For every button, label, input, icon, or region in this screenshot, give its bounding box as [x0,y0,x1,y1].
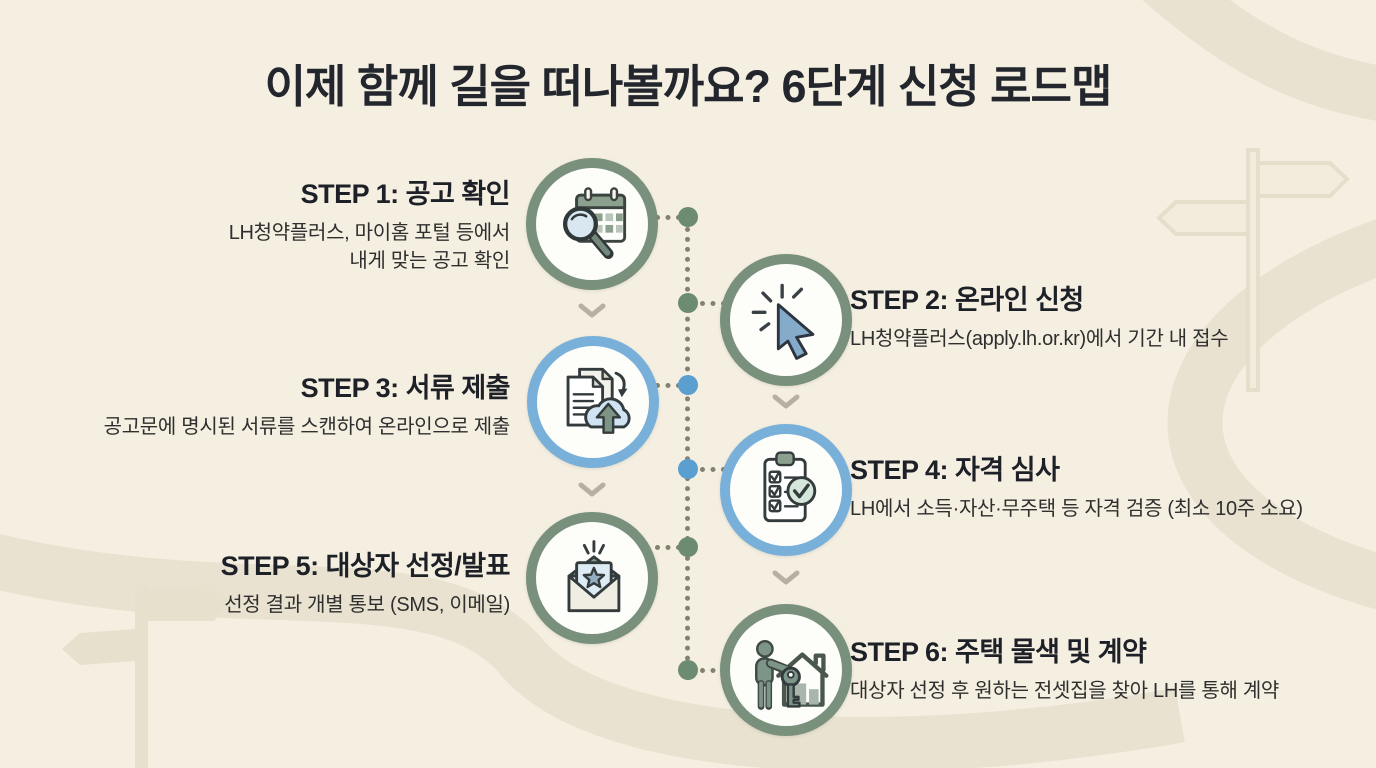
step-4-text: STEP 4: 자격 심사 LH에서 소득·자산·무주택 등 자격 검증 (최소… [850,448,1330,523]
step-5-title: STEP 5: 대상자 선정/발표 [220,551,511,581]
connector-step6 [700,668,726,673]
step-6-title: STEP 6: 주택 물색 및 계약 [850,637,1147,667]
step-3-circle [527,336,659,468]
step-3-text: STEP 3: 서류 제출 공고문에 명시된 서류를 스캔하여 온라인으로 제출 [80,366,511,441]
step-4-title: STEP 4: 자격 심사 [850,455,1060,485]
step-6-text: STEP 6: 주택 물색 및 계약 대상자 선정 후 원하는 전셋집을 찾아 … [850,630,1330,705]
mail-star-icon [567,540,621,613]
step-1-text: STEP 1: 공고 확인 LH청약플러스, 마이홈 포털 등에서 내게 맞는 … [80,172,511,275]
step-5-text: STEP 5: 대상자 선정/발표 선정 결과 개별 통보 (SMS, 이메일) [80,544,511,619]
person-house-key-icon [755,640,829,710]
step-4-circle [720,424,852,556]
connector-step3 [655,383,681,388]
spine-node-4 [678,459,698,479]
step-1-title: STEP 1: 공고 확인 [300,179,511,209]
connector-step4 [700,467,726,472]
signpost-top-right-icon [1156,148,1350,392]
connector-step5 [655,545,681,550]
step-1-circle [526,158,658,290]
page-title: 이제 함께 길을 떠나볼까요? 6단계 신청 로드맵 [264,61,1113,112]
step-1-desc: LH청약플러스, 마이홈 포털 등에서 [228,222,511,244]
chevron-down-icon [772,570,800,585]
step-2-title: STEP 2: 온라인 신청 [850,285,1084,315]
spine-node-5 [678,537,698,557]
chevron-down-icon [578,303,606,318]
spine-node-3 [678,375,698,395]
spine-node-2 [678,293,698,313]
clipboard-check-icon [763,451,817,523]
step-6-desc: 대상자 선정 후 원하는 전셋집을 찾아 LH를 통해 계약 [850,680,1280,702]
cursor-click-icon [751,283,815,360]
connector-step2 [700,301,726,306]
calendar-search-icon [562,187,627,260]
chevron-down-icon [578,482,606,497]
spine-node-1 [678,207,698,227]
step-5-circle [526,512,658,644]
step-3-desc: 공고문에 명시된 서류를 스캔하여 온라인으로 제출 [103,416,511,438]
step-5-desc: 선정 결과 개별 통보 (SMS, 이메일) [224,594,510,616]
connector-step1 [655,215,681,220]
chevron-down-icon [772,394,800,409]
step-4-desc: LH에서 소득·자산·무주택 등 자격 검증 (최소 10주 소요) [850,498,1303,520]
step-6-circle [720,604,852,736]
step-2-desc: LH청약플러스(apply.lh.or.kr)에서 기간 내 접수 [850,328,1229,350]
spine-node-6 [678,660,698,680]
step-3-title: STEP 3: 서류 제출 [300,373,511,403]
step-2-text: STEP 2: 온라인 신청 LH청약플러스(apply.lh.or.kr)에서… [850,278,1330,353]
roadmap-spine [685,217,690,671]
step-1-desc: 내게 맞는 공고 확인 [349,250,510,272]
signpost-bottom-left-icon [62,584,230,768]
step-2-circle [720,254,852,386]
document-upload-icon [566,367,631,434]
